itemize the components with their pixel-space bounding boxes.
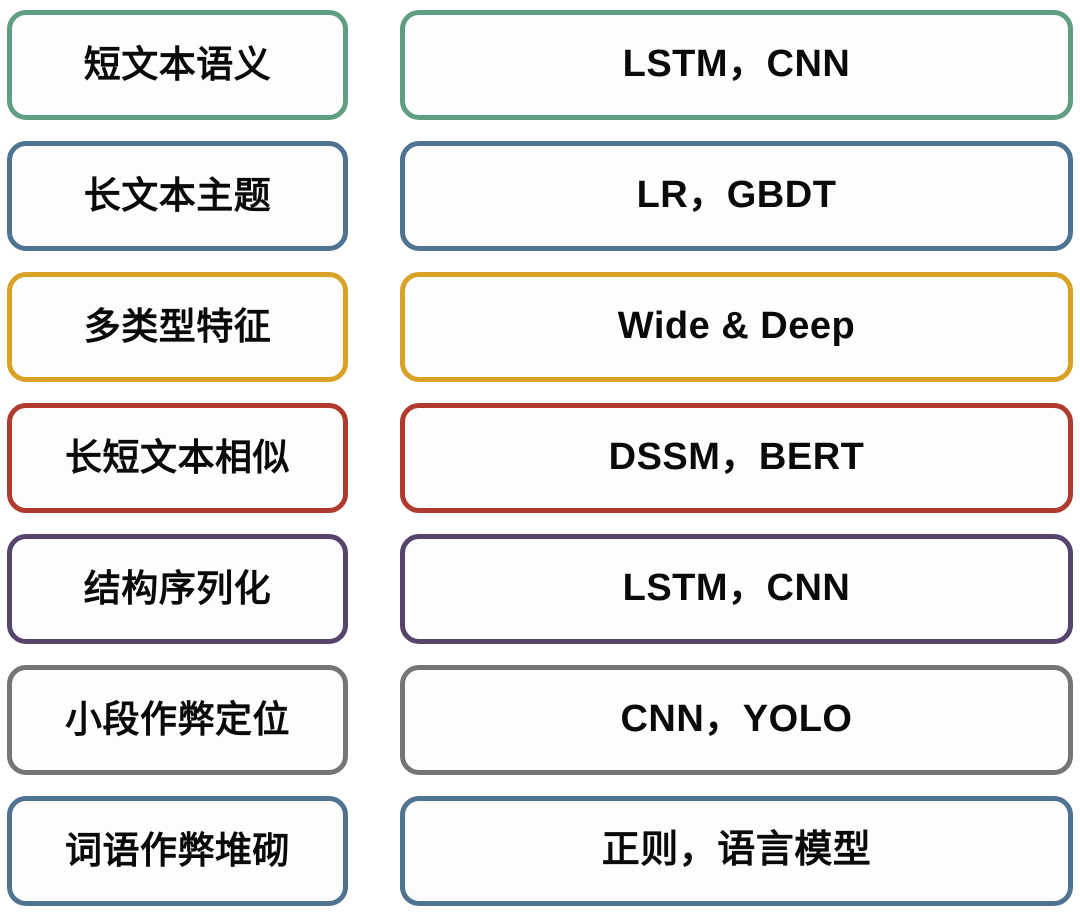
model-label: 正则，语言模型 — [601, 829, 872, 872]
row-spacer — [348, 403, 400, 513]
mapping-row: 小段作弊定位 CNN，YOLO — [7, 665, 1073, 775]
model-box[interactable]: LSTM，CNN — [400, 534, 1073, 644]
model-box[interactable]: LR，GBDT — [400, 141, 1073, 251]
mapping-row: 长短文本相似 DSSM，BERT — [7, 403, 1073, 513]
row-spacer — [348, 534, 400, 644]
mapping-row: 长文本主题 LR，GBDT — [7, 141, 1073, 251]
model-box[interactable]: DSSM，BERT — [400, 403, 1073, 513]
model-label: CNN，YOLO — [620, 698, 853, 741]
row-spacer — [348, 796, 400, 906]
row-spacer — [348, 141, 400, 251]
scenario-label: 结构序列化 — [83, 567, 272, 609]
model-box[interactable]: CNN，YOLO — [400, 665, 1073, 775]
model-box[interactable]: Wide & Deep — [400, 272, 1073, 382]
mapping-row: 多类型特征 Wide & Deep — [7, 272, 1073, 382]
model-label: LR，GBDT — [636, 174, 837, 217]
row-spacer — [348, 272, 400, 382]
scenario-box[interactable]: 词语作弊堆砌 — [7, 796, 348, 906]
model-box[interactable]: LSTM，CNN — [400, 10, 1073, 120]
model-label: DSSM，BERT — [608, 436, 865, 479]
model-label: LSTM，CNN — [622, 43, 851, 86]
scenario-label: 短文本语义 — [83, 43, 272, 85]
scenario-box[interactable]: 结构序列化 — [7, 534, 348, 644]
mapping-row: 结构序列化 LSTM，CNN — [7, 534, 1073, 644]
scenario-label: 长文本主题 — [83, 174, 272, 216]
scenario-box[interactable]: 短文本语义 — [7, 10, 348, 120]
scenario-box[interactable]: 长短文本相似 — [7, 403, 348, 513]
row-spacer — [348, 10, 400, 120]
scenario-label: 词语作弊堆砌 — [65, 829, 290, 871]
model-label: LSTM，CNN — [622, 567, 851, 610]
scenario-box[interactable]: 小段作弊定位 — [7, 665, 348, 775]
mapping-row: 短文本语义 LSTM，CNN — [7, 10, 1073, 120]
scenario-label: 多类型特征 — [83, 305, 272, 347]
scenario-box[interactable]: 长文本主题 — [7, 141, 348, 251]
row-spacer — [348, 665, 400, 775]
scenario-box[interactable]: 多类型特征 — [7, 272, 348, 382]
model-label: Wide & Deep — [617, 305, 856, 348]
scenario-label: 长短文本相似 — [65, 436, 290, 478]
scenario-label: 小段作弊定位 — [65, 698, 290, 740]
mapping-row: 词语作弊堆砌 正则，语言模型 — [7, 796, 1073, 906]
model-box[interactable]: 正则，语言模型 — [400, 796, 1073, 906]
